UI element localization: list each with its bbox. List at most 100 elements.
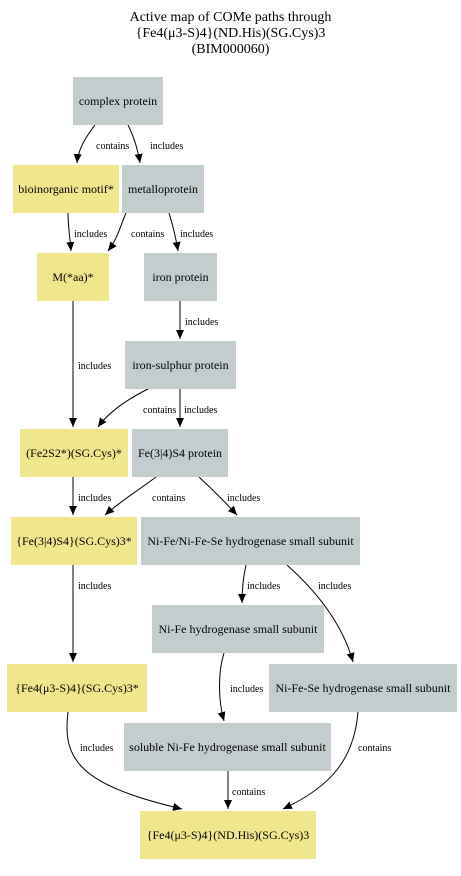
edge-label: includes — [185, 317, 218, 328]
node-label: {Fe4(μ3-S)4}(SG.Cys)3* — [15, 681, 139, 695]
node-box — [11, 517, 137, 565]
node-label: Ni-Fe/Ni-Fe-Se hydrogenase small subunit — [147, 534, 354, 548]
node-fe2s2[interactable]: (Fe2S2*)(SG.Cys)* — [20, 429, 128, 477]
edge-fe34s4_sgcys-to-fe4_sgcys: includes — [69, 565, 111, 662]
node-box — [20, 429, 128, 477]
edge-label: contains — [232, 787, 265, 798]
node-box — [125, 341, 236, 389]
edge-iron_protein-to-iron_sulphur_protein: includes — [176, 301, 218, 339]
edge-label: contains — [96, 141, 129, 152]
edge-line — [73, 124, 96, 164]
diagram-title: Active map of COMe paths through {Fe4(μ3… — [0, 10, 461, 58]
node-box — [269, 664, 457, 712]
edge-nife_nifese-to-nife_small: includes — [238, 564, 280, 604]
edge-label: includes — [247, 581, 280, 592]
edge-label: includes — [80, 743, 113, 754]
edge-label: includes — [74, 229, 107, 240]
node-iron-protein[interactable]: iron protein — [144, 253, 217, 301]
edge-label: includes — [227, 493, 260, 504]
title-line-3: (BIM000060) — [191, 42, 270, 57]
edge-label: contains — [131, 229, 164, 240]
node-box — [141, 517, 360, 565]
node-soluble-nife[interactable]: soluble Ni-Fe hydrogenase small subunit — [124, 723, 331, 771]
edge-line — [66, 711, 183, 811]
node-fe4-sgcys[interactable]: {Fe4(μ3-S)4}(SG.Cys)3* — [7, 664, 147, 712]
edge-label: contains — [152, 493, 185, 504]
node-label: {Fe(3|4)S4}(SG.Cys)3* — [16, 534, 132, 548]
edge-fe34s4_protein-to-fe34s4_sgcys: contains — [104, 476, 185, 516]
node-label: iron protein — [152, 270, 208, 284]
edge-line — [107, 212, 127, 252]
edge-label: contains — [358, 743, 391, 754]
edge-soluble_nife-to-target: contains — [224, 771, 265, 809]
edge-bioinorganic_motif-to-m_aa: includes — [66, 212, 107, 252]
node-box — [144, 253, 217, 301]
edge-complex_protein-to-metalloprotein: includes — [127, 124, 183, 164]
edge-line — [127, 124, 143, 164]
node-box — [7, 664, 147, 712]
edge-complex_protein-to-bioinorganic_motif: contains — [73, 124, 129, 164]
edge-fe4_sgcys-to-target: includes — [66, 711, 183, 811]
edge-nifese_small-to-target: contains — [282, 711, 391, 810]
edge-label: includes — [180, 229, 213, 240]
edge-label: includes — [78, 493, 111, 504]
edge-line — [282, 711, 359, 810]
edges-layer: contains includes includes contains includes… — [66, 124, 391, 811]
edge-label: includes — [78, 361, 111, 372]
edge-m_aa-to-fe2s2: includes — [69, 301, 111, 427]
edge-line — [168, 212, 181, 252]
node-label: complex protein — [79, 94, 157, 108]
edge-label: includes — [230, 684, 263, 695]
node-label: bioinorganic motif* — [18, 182, 113, 196]
edge-line — [66, 212, 75, 252]
node-label: Ni-Fe hydrogenase small subunit — [159, 622, 319, 636]
node-box — [13, 165, 119, 213]
edge-label: includes — [78, 581, 111, 592]
edge-nife_nifese-to-nifese_small: includes — [286, 564, 355, 663]
node-bioinorganic-motif[interactable]: bioinorganic motif* — [13, 165, 119, 213]
node-fe34s4-sgcys[interactable]: {Fe(3|4)S4}(SG.Cys)3* — [11, 517, 137, 565]
node-target[interactable]: {Fe4(μ3-S)4}(ND.His)(SG.Cys)3 — [140, 811, 316, 859]
edge-line — [104, 476, 157, 516]
node-fe34s4-protein[interactable]: Fe(3|4)S4 protein — [132, 429, 228, 477]
node-box — [140, 811, 316, 859]
edge-label: contains — [143, 405, 176, 416]
edge-label: includes — [184, 405, 217, 416]
node-nife-nifese[interactable]: Ni-Fe/Ni-Fe-Se hydrogenase small subunit — [141, 517, 360, 565]
title-line-2: {Fe4(μ3-S)4}(ND.His)(SG.Cys)3 — [135, 26, 326, 41]
edge-fe2s2-to-fe34s4_sgcys: includes — [69, 477, 111, 515]
node-complex-protein[interactable]: complex protein — [73, 77, 163, 125]
edge-line — [286, 564, 355, 663]
node-metalloprotein[interactable]: metalloprotein — [122, 165, 204, 213]
nodes-layer: complex protein bioinorganic motif* metall… — [7, 77, 457, 859]
edge-line — [97, 388, 149, 428]
node-label: soluble Ni-Fe hydrogenase small subunit — [129, 740, 326, 754]
edge-iron_sulphur_protein-to-fe2s2: contains — [97, 388, 176, 428]
edge-line — [238, 564, 247, 604]
node-label: M(*aa)* — [52, 270, 93, 284]
edge-label: includes — [150, 141, 183, 152]
node-nife-small[interactable]: Ni-Fe hydrogenase small subunit — [152, 605, 324, 653]
title-line-1: Active map of COMe paths through — [129, 10, 332, 25]
edge-line — [198, 476, 238, 516]
edge-fe34s4_protein-to-nife_nifese: includes — [198, 476, 260, 516]
node-box — [124, 723, 331, 771]
node-label: iron-sulphur protein — [132, 358, 228, 372]
node-label: Fe(3|4)S4 protein — [138, 446, 222, 460]
node-label: {Fe4(μ3-S)4}(ND.His)(SG.Cys)3 — [147, 828, 310, 842]
node-label: (Fe2S2*)(SG.Cys)* — [26, 446, 122, 460]
edge-label: includes — [318, 581, 351, 592]
node-label: Ni-Fe-Se hydrogenase small subunit — [276, 681, 452, 695]
node-nifese-small[interactable]: Ni-Fe-Se hydrogenase small subunit — [269, 664, 457, 712]
node-m-aa[interactable]: M(*aa)* — [37, 253, 109, 301]
node-box — [152, 605, 324, 653]
edge-metalloprotein-to-iron_protein: includes — [168, 212, 213, 252]
edge-metalloprotein-to-m_aa: contains — [107, 212, 164, 252]
node-box — [37, 253, 109, 301]
edge-nife_small-to-soluble_nife: includes — [217, 652, 263, 722]
edge-iron_sulphur_protein-to-fe34s4_protein: includes — [176, 389, 217, 427]
node-iron-sulphur-protein[interactable]: iron-sulphur protein — [125, 341, 236, 389]
node-box — [132, 429, 228, 477]
node-box — [73, 77, 163, 125]
